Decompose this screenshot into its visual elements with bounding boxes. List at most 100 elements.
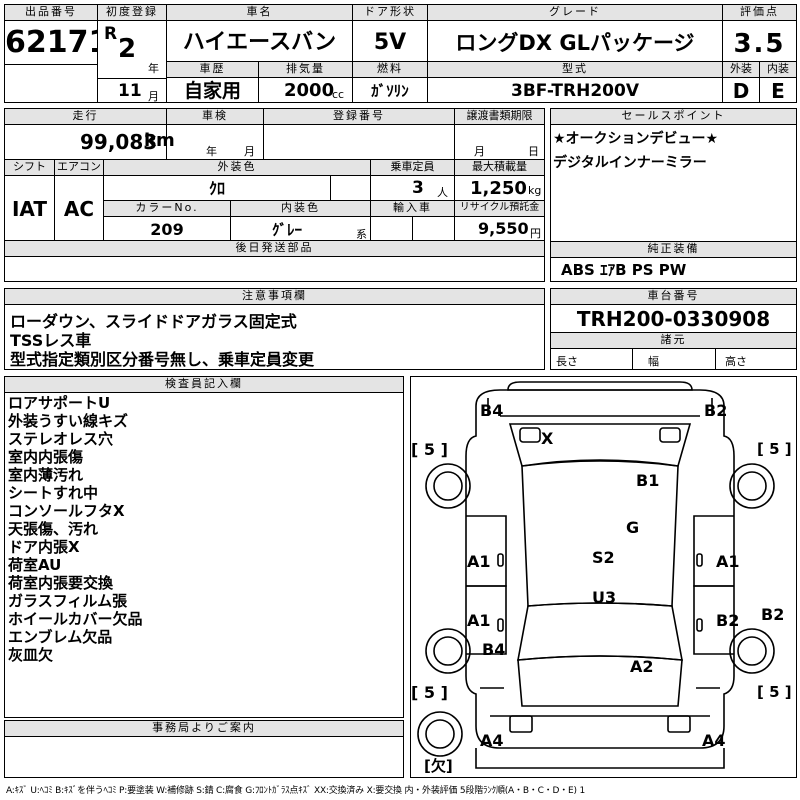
max-load: 1,250	[470, 178, 527, 199]
grade: ロングDX GLパッケージ	[427, 20, 723, 62]
import-label: 輸入車	[370, 200, 455, 217]
inspector-line: 天張傷、汚れ	[8, 520, 99, 538]
load-unit: kg	[528, 184, 542, 197]
transfer-label: 譲渡書類期限	[454, 108, 545, 125]
mark-u3: U3	[592, 588, 617, 607]
inspector-line: シートすれ中	[8, 484, 99, 502]
mark-a1-lr: A1	[467, 611, 491, 630]
mileage-label: 走行	[4, 108, 167, 125]
inspector-line: ドア内張X	[8, 538, 80, 556]
grade-label: グレード	[427, 4, 723, 21]
spec-label: 諸元	[550, 332, 797, 349]
mark-b2-side: B2	[761, 605, 785, 624]
note-1: ローダウン、スライドドアガラス固定式	[10, 312, 297, 331]
inspector-label: 検査員記入欄	[4, 376, 404, 393]
inspector-line: ステレオレス穴	[8, 430, 114, 448]
insp-year-unit: 年	[206, 145, 217, 158]
inspector-line: 外装うすい線キズ	[8, 412, 129, 430]
mark-a4-right: A4	[702, 731, 726, 750]
capacity: 3	[412, 178, 424, 198]
inspector-line: 灰皿欠	[8, 646, 54, 664]
note-2: TSSレス車	[10, 331, 92, 350]
office-box	[4, 736, 404, 778]
fuel-label: 燃料	[352, 61, 428, 78]
car-name-label: 車名	[166, 4, 353, 21]
inspector-line: ロアサポートU	[8, 394, 111, 412]
inspector-line: 室内薄汚れ	[8, 466, 84, 484]
notes-label: 注意事項欄	[4, 288, 545, 305]
inspector-line: エンブレム欠品	[8, 628, 113, 646]
office-label: 事務局よりご案内	[4, 720, 404, 737]
chassis-label: 車台番号	[550, 288, 797, 305]
equipment-label: 純正装備	[550, 241, 797, 258]
int-color-unit: 系	[356, 228, 367, 241]
reg-no-box	[263, 124, 455, 160]
door-label: ドア形状	[352, 4, 428, 21]
mark-b4-top: B4	[480, 401, 504, 420]
int-color-label: 内装色	[230, 200, 371, 217]
car-name: ハイエースバン	[166, 20, 353, 62]
shift: IAT	[4, 175, 55, 241]
transfer-month-unit: 月	[474, 145, 485, 158]
int-color: ｸﾞﾚｰ	[272, 221, 303, 239]
history-label: 車歴	[166, 61, 259, 78]
later-parts-label: 後日発送部品	[4, 240, 545, 257]
legend: A:ｷｽﾞ U:ﾍｺﾐ B:ｷｽﾞを伴うﾍｺﾐ P:要塗装 W:補修跡 S:錆 …	[6, 786, 585, 796]
year-unit: 年	[148, 62, 159, 75]
width-label: 幅	[648, 355, 659, 368]
inspection-label: 車検	[166, 108, 264, 125]
inspector-box	[4, 392, 404, 718]
later-parts-box	[4, 256, 545, 282]
displacement-unit: cc	[332, 88, 345, 101]
load-label: 最大積載量	[454, 159, 545, 176]
first-reg-label: 初度登録	[97, 4, 167, 21]
score-label: 評価点	[722, 4, 797, 21]
recycle-label: リサイクル預託金	[454, 200, 545, 217]
inspector-line: 室内内張傷	[8, 448, 84, 466]
lot-label: 出品番号	[4, 4, 98, 21]
inspector-line: ホイールカバー欠品	[8, 610, 143, 628]
reg-no-label: 登録番号	[263, 108, 455, 125]
transfer-day-unit: 日	[528, 145, 539, 158]
inspector-line: コンソールフタX	[8, 502, 125, 520]
mark-g: G	[626, 518, 640, 537]
history: 自家用	[166, 77, 259, 103]
mark-tire-rr: [ 5 ]	[757, 683, 792, 701]
mark-b4-lr: B4	[482, 640, 506, 659]
inspector-line: 荷室AU	[8, 556, 62, 574]
mark-tire-lr: [ 5 ]	[411, 683, 448, 702]
ext-label: 外装	[722, 61, 760, 78]
insp-month-unit: 月	[244, 145, 255, 158]
mark-tire-lf: [ 5 ]	[411, 440, 448, 459]
mileage: 99,083	[80, 130, 158, 154]
ac: AC	[54, 175, 104, 241]
import-box-a	[370, 216, 413, 241]
mark-a4-left: A4	[480, 731, 504, 750]
sales-points-label: セールスポイント	[550, 108, 797, 125]
mark-b1: B1	[636, 471, 660, 490]
int-grade: E	[759, 77, 797, 103]
displacement: 2000	[284, 80, 335, 101]
mileage-unit: km	[144, 130, 175, 151]
equipment: ABS ｴｱB PS PW	[550, 257, 797, 282]
capacity-unit: 人	[437, 186, 448, 199]
inspector-line: 荷室内張要交換	[8, 574, 114, 592]
spec-box	[550, 348, 797, 370]
mark-a1-rf: A1	[716, 552, 740, 571]
lot-blank	[4, 64, 98, 103]
score: 3.5	[722, 20, 797, 62]
ext-grade: D	[722, 77, 760, 103]
mark-x-top: X	[541, 429, 554, 448]
shift-label: シフト	[4, 159, 55, 176]
mark-spare-missing: [欠]	[424, 757, 453, 775]
int-label: 内装	[759, 61, 797, 78]
recycle-unit: 円	[530, 227, 541, 240]
mark-tire-rf: [ 5 ]	[757, 440, 792, 458]
notes-box	[4, 304, 545, 370]
mark-s2: S2	[592, 548, 615, 567]
ext-color-extra	[330, 175, 371, 201]
fuel: ｶﾞｿﾘﾝ	[352, 77, 428, 103]
reg-month: 11	[118, 81, 142, 101]
mark-b2-rr: B2	[716, 611, 740, 630]
